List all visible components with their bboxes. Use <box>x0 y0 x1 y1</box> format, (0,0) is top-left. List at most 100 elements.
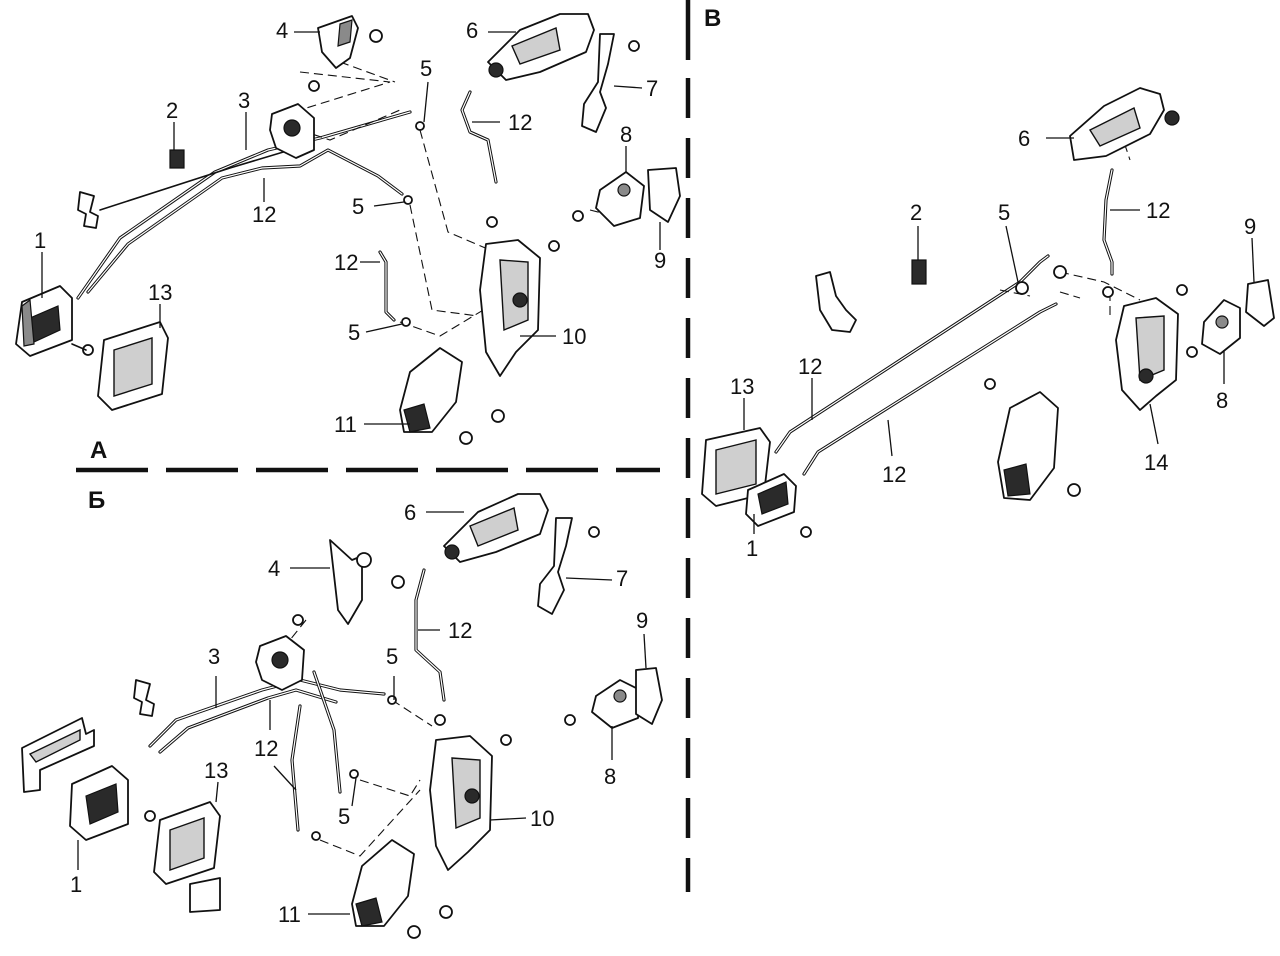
b-label-3: 3 <box>208 644 220 669</box>
v-clip5 <box>1015 281 1029 295</box>
b-leaders <box>77 511 647 915</box>
v-clip <box>911 259 927 285</box>
a-label-4: 4 <box>276 18 288 43</box>
a-clip5-mid <box>403 195 413 205</box>
section-b: 1 3 4 5 5 6 7 8 9 10 11 12 12 13 <box>21 493 663 939</box>
a-label-5-top: 5 <box>420 56 432 81</box>
a-leaders <box>41 31 661 425</box>
b-label-1: 1 <box>70 872 82 897</box>
b-bracket <box>133 679 155 717</box>
a-striker <box>572 171 645 227</box>
b-labels: 1 3 4 5 5 6 7 8 9 10 11 12 12 13 <box>70 500 648 927</box>
v-label-5: 5 <box>998 200 1010 225</box>
b-label-5-low: 5 <box>338 804 350 829</box>
b-inside-bezel <box>153 801 221 913</box>
a-label-2: 2 <box>166 98 178 123</box>
b-clip5-top <box>387 695 397 705</box>
a-rods <box>76 90 498 322</box>
a-label-6: 6 <box>466 18 478 43</box>
v-shim <box>1245 279 1275 327</box>
b-remote-control <box>255 614 305 691</box>
v-label-13: 13 <box>730 374 754 399</box>
a-outside-handle <box>15 285 94 357</box>
section-a-letter: А <box>90 437 107 464</box>
a-part4 <box>317 15 383 69</box>
b-label-9: 9 <box>636 608 648 633</box>
v-handle-assembly <box>1069 87 1180 161</box>
section-v: 1 2 5 6 8 9 12 12 12 13 14 <box>701 87 1275 561</box>
a-label-12-low: 12 <box>334 250 358 275</box>
a-clip <box>169 149 185 169</box>
b-striker <box>564 679 641 729</box>
a-labels: 1 2 3 4 5 5 5 6 7 8 9 10 11 12 12 12 13 <box>34 18 666 437</box>
a-lock-body <box>479 216 560 377</box>
section-v-letter: В <box>704 5 721 32</box>
v-outside-handle <box>745 473 812 538</box>
v-label-6: 6 <box>1018 126 1030 151</box>
v-label-12-left: 12 <box>798 354 822 379</box>
v-label-2: 2 <box>910 200 922 225</box>
b-label-5-top: 5 <box>386 644 398 669</box>
v-inside-bezel <box>701 427 771 507</box>
b-label-4: 4 <box>268 556 280 581</box>
a-label-12-upper: 12 <box>508 110 532 135</box>
b-shim <box>635 667 663 725</box>
a-label-12-mid: 12 <box>252 202 276 227</box>
v-label-12-bottom: 12 <box>882 462 906 487</box>
v-clip5-b <box>1053 265 1067 279</box>
v-label-9: 9 <box>1244 214 1256 239</box>
section-b-letter: Б <box>88 487 105 514</box>
a-label-8: 8 <box>620 122 632 147</box>
a-label-7: 7 <box>646 76 658 101</box>
a-clip5-low <box>401 317 411 327</box>
v-label-12-right: 12 <box>1146 198 1170 223</box>
a-label-3: 3 <box>238 88 250 113</box>
v-lock-body <box>1102 284 1188 411</box>
a-clip5-top <box>415 121 425 131</box>
a-inside-bezel <box>97 321 169 411</box>
a-dash-lines <box>299 61 631 337</box>
b-part7 <box>537 517 573 615</box>
b-rods <box>148 568 446 832</box>
b-handle-assembly <box>443 493 600 563</box>
b-lock-body <box>429 714 512 871</box>
b-outside-handle <box>69 765 156 841</box>
a-handle-assembly <box>487 13 640 81</box>
b-inside-handle <box>351 839 453 939</box>
a-part7 <box>581 33 615 133</box>
b-large-bracket <box>21 717 95 793</box>
v-labels: 1 2 5 6 8 9 12 12 12 13 14 <box>730 126 1256 561</box>
section-dividers <box>76 0 691 892</box>
v-label-14: 14 <box>1144 450 1168 475</box>
v-label-8: 8 <box>1216 388 1228 413</box>
a-label-13: 13 <box>148 280 172 305</box>
v-label-1: 1 <box>746 536 758 561</box>
v-bracket <box>815 271 857 333</box>
b-clip5-bottom <box>311 831 321 841</box>
a-inside-handle <box>399 347 505 445</box>
v-striker <box>1186 299 1241 358</box>
b-label-6: 6 <box>404 500 416 525</box>
a-label-10: 10 <box>562 324 586 349</box>
a-label-9: 9 <box>654 248 666 273</box>
b-label-13: 13 <box>204 758 228 783</box>
v-inside-handle <box>984 378 1081 501</box>
v-leaders <box>743 137 1255 534</box>
b-label-12-left: 12 <box>254 736 278 761</box>
b-label-11: 11 <box>278 902 301 927</box>
b-label-10: 10 <box>530 806 554 831</box>
a-label-1: 1 <box>34 228 46 253</box>
a-label-5-low: 5 <box>348 320 360 345</box>
b-part4 <box>329 539 405 625</box>
b-label-7: 7 <box>616 566 628 591</box>
a-bracket <box>77 191 99 229</box>
a-remote-control <box>269 80 320 159</box>
a-label-5-mid: 5 <box>352 194 364 219</box>
a-shim <box>647 167 681 223</box>
b-label-12-right: 12 <box>448 618 472 643</box>
b-clip5-low <box>349 769 359 779</box>
b-label-8: 8 <box>604 764 616 789</box>
a-label-11: 11 <box>334 412 357 437</box>
section-a: 1 2 3 4 5 5 5 6 7 8 9 10 11 12 12 12 13 <box>15 13 681 445</box>
